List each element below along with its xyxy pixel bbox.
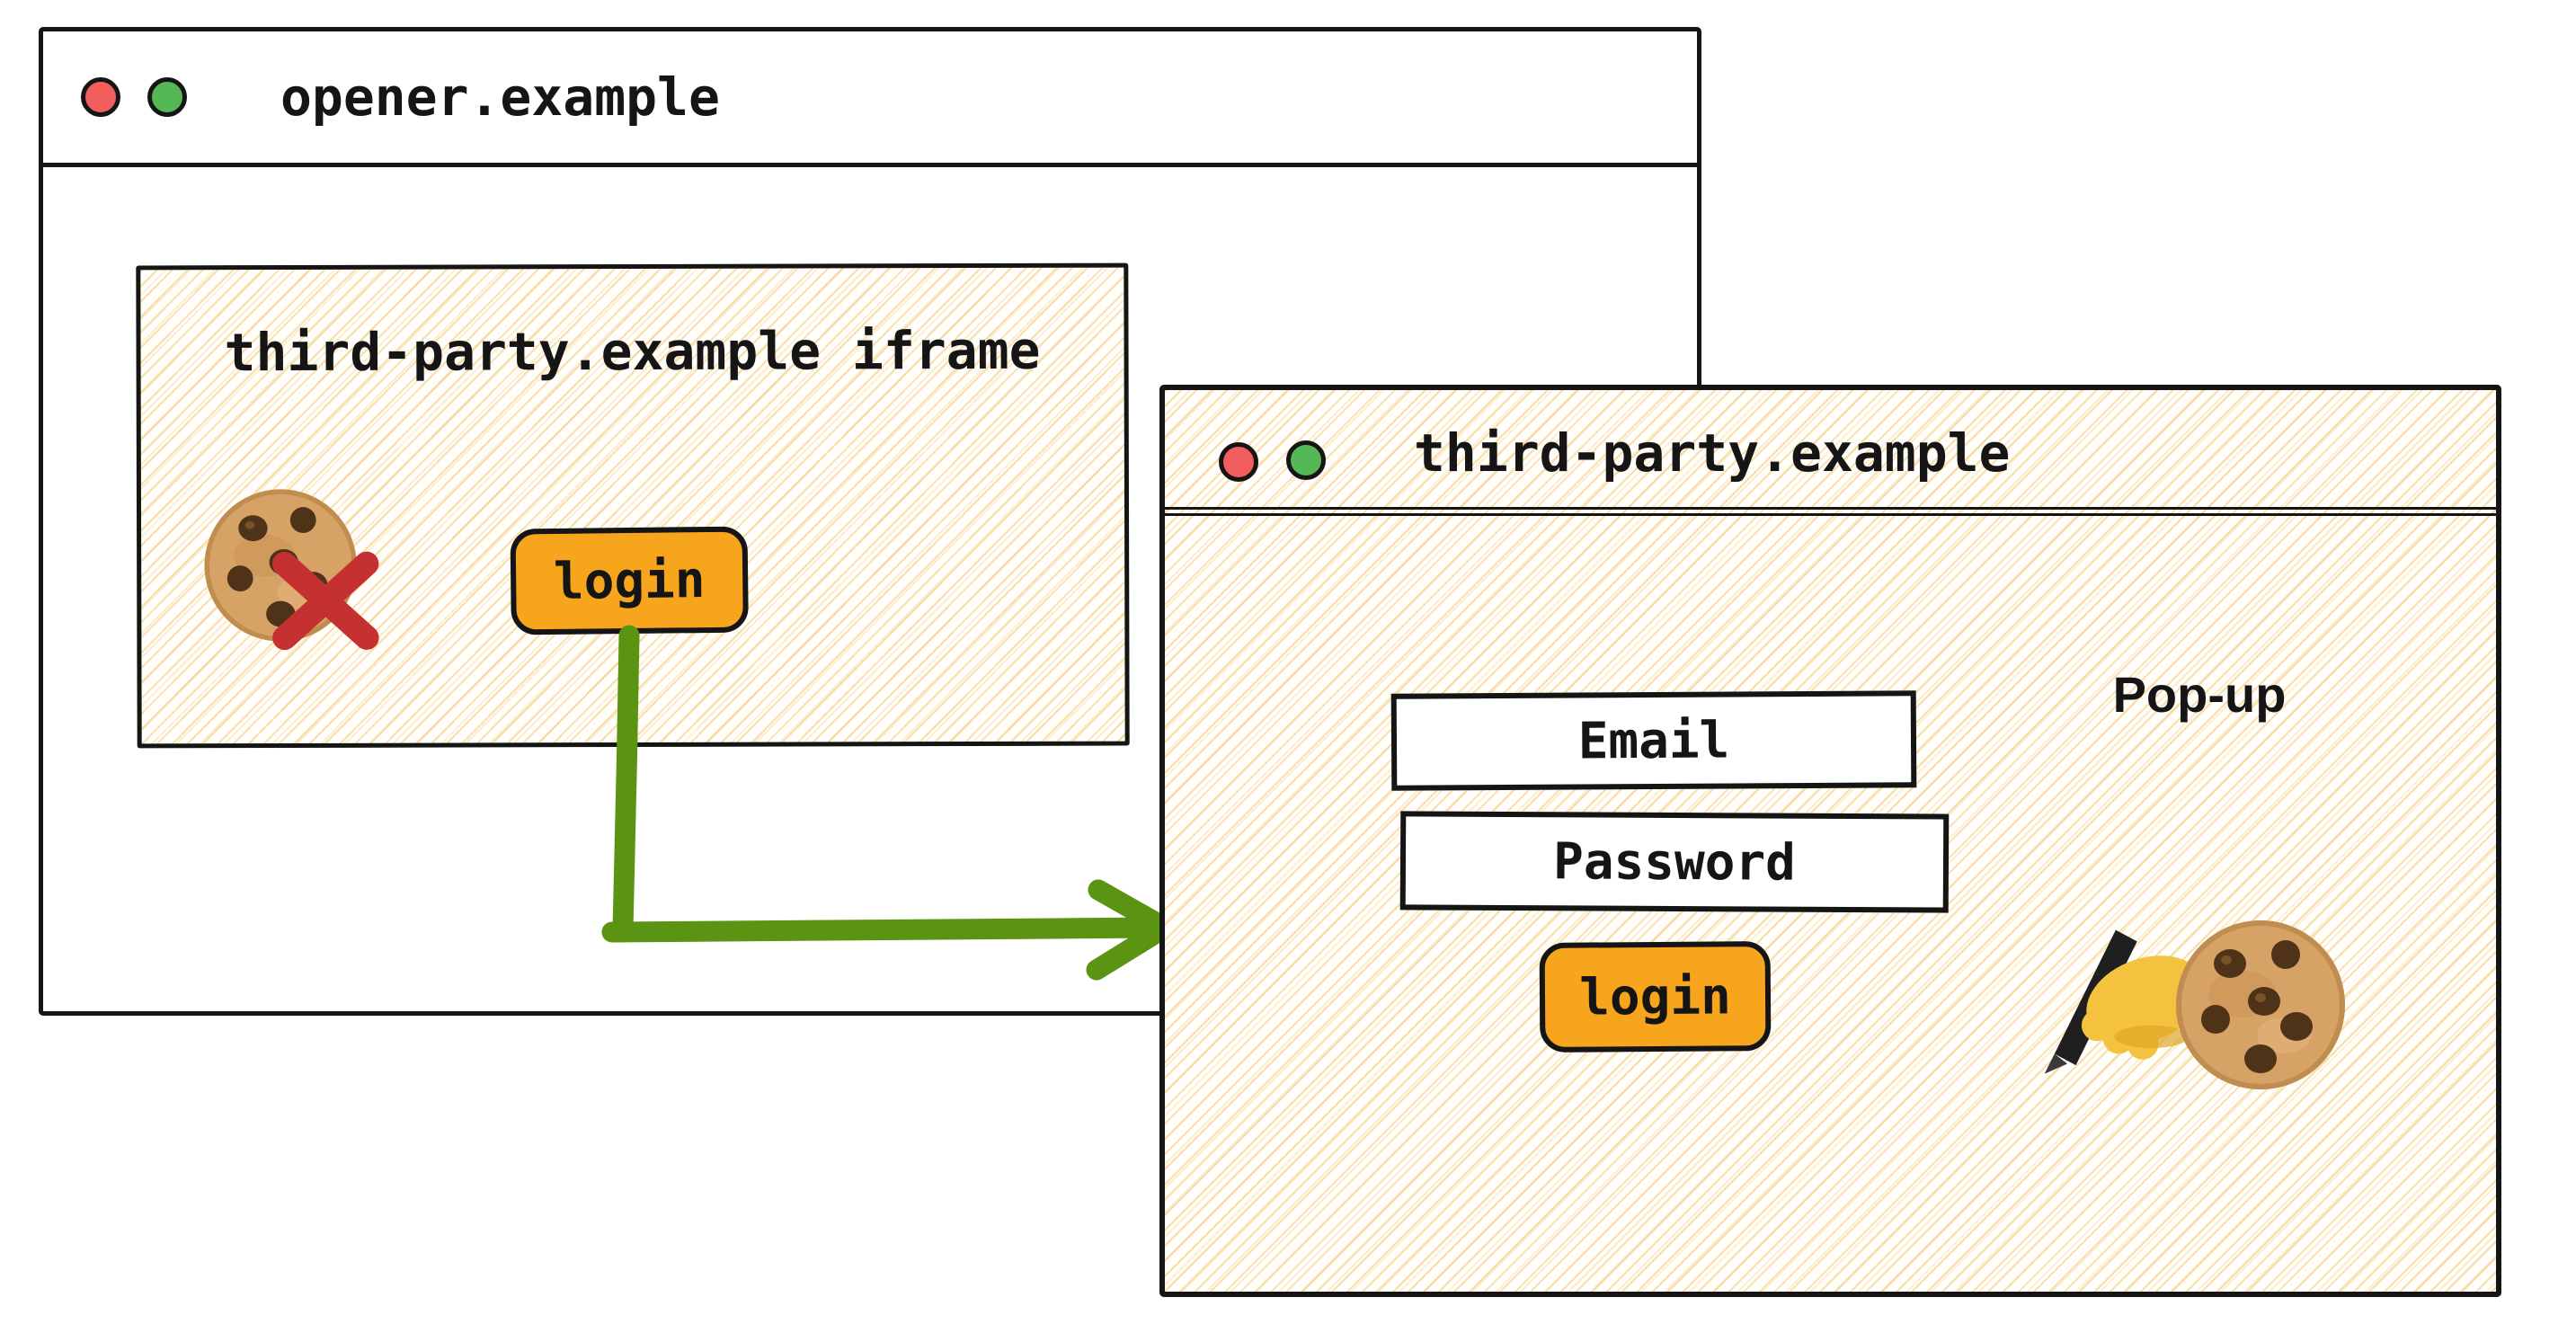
- opener-window-title: opener.example: [280, 67, 720, 128]
- popup-login-button[interactable]: login: [1539, 941, 1772, 1053]
- popup-label: Pop-up: [2112, 666, 2287, 723]
- iframe-label: third-party.example iframe: [224, 319, 1041, 384]
- third-party-iframe: third-party.example iframe: [136, 262, 1130, 749]
- close-traffic-light-icon[interactable]: [1219, 442, 1258, 482]
- writing-hand-icon: [2040, 912, 2211, 1079]
- opener-titlebar: opener.example: [43, 31, 1697, 167]
- popup-window: third-party.example Email Password login…: [1159, 385, 2501, 1297]
- popup-titlebar: third-party.example: [1165, 390, 2496, 516]
- popup-window-title: third-party.example: [1414, 422, 2011, 484]
- popup-open-arrow-icon: [601, 625, 1176, 981]
- cookie-icon: [2171, 915, 2350, 1095]
- password-field[interactable]: Password: [1399, 811, 1950, 913]
- minimize-traffic-light-icon[interactable]: [147, 77, 187, 117]
- close-traffic-light-icon[interactable]: [81, 77, 120, 117]
- email-field[interactable]: Email: [1390, 690, 1917, 791]
- red-cross-icon: [253, 529, 397, 672]
- minimize-traffic-light-icon[interactable]: [1286, 440, 1326, 480]
- iframe-login-button[interactable]: login: [510, 526, 749, 635]
